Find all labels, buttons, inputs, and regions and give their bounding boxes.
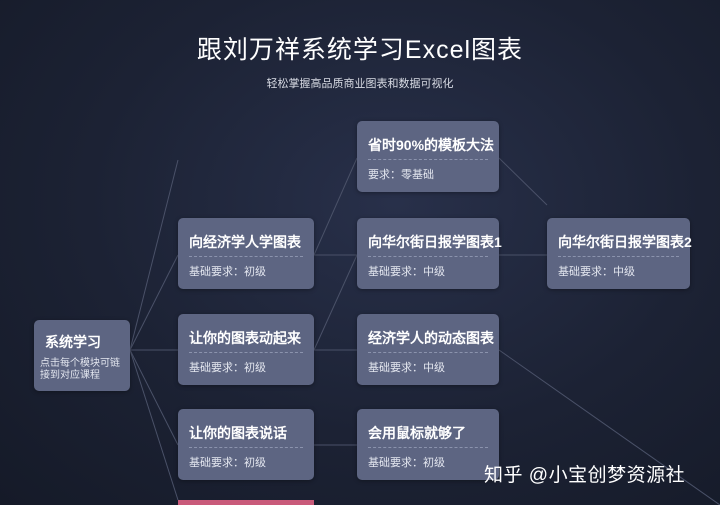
card-divider (558, 256, 679, 257)
card-requirement: 基础要求：初级 (189, 362, 266, 374)
connector-line (498, 349, 720, 505)
card-talking-chart[interactable]: 让你的图表说话 基础要求：初级 (178, 409, 314, 480)
card-requirement: 基础要求：初级 (189, 266, 266, 278)
card-title: 让你的图表说话 (189, 425, 287, 441)
card-divider (189, 447, 303, 448)
card-divider (368, 447, 488, 448)
card-title: 向华尔街日报学图表1 (368, 234, 502, 250)
card-divider (368, 352, 488, 353)
card-template-method[interactable]: 省时90%的模板大法 要求：零基础 (357, 121, 499, 192)
card-title: 系统学习 (45, 334, 101, 350)
card-requirement: 要求：零基础 (368, 169, 434, 181)
card-divider (189, 352, 303, 353)
card-title: 向经济学人学图表 (189, 234, 301, 250)
connector-line (313, 157, 358, 256)
card-dynamic-chart[interactable]: 让你的图表动起来 基础要求：初级 (178, 314, 314, 385)
connector-line (129, 349, 179, 501)
card-mouse-enough[interactable]: 会用鼠标就够了 基础要求：初级 (357, 409, 499, 480)
watermark: 知乎 @小宝创梦资源社 (484, 465, 686, 486)
card-requirement: 基础要求：初级 (368, 457, 445, 469)
card-divider (189, 256, 303, 257)
card-title: 省时90%的模板大法 (368, 137, 495, 153)
card-system-learning[interactable]: 系统学习 点击每个模块可链接到对应课程 (34, 320, 130, 391)
card-title: 向华尔街日报学图表2 (558, 234, 692, 250)
connector-line (129, 159, 179, 351)
connector-line (498, 157, 548, 206)
card-wsj-chart-2[interactable]: 向华尔街日报学图表2 基础要求：中级 (547, 218, 692, 289)
card-title: 让你的图表动起来 (189, 330, 301, 346)
card-title: 经济学人的动态图表 (368, 330, 494, 346)
connector-line (129, 349, 179, 446)
card-title: 会用鼠标就够了 (368, 425, 466, 441)
page-title: 跟刘万祥系统学习Excel图表 (196, 36, 524, 64)
page-subtitle: 轻松掌握高品质商业图表和数据可视化 (266, 78, 454, 90)
card-divider (368, 159, 488, 160)
connector-line (313, 254, 358, 351)
partial-card-edge (178, 500, 314, 505)
card-economist-dynamic[interactable]: 经济学人的动态图表 基础要求：中级 (357, 314, 499, 385)
card-requirement: 基础要求：中级 (368, 266, 445, 278)
card-divider (368, 256, 488, 257)
card-requirement: 基础要求：初级 (189, 457, 266, 469)
connector-line (129, 254, 179, 351)
card-wsj-chart-1[interactable]: 向华尔街日报学图表1 基础要求：中级 (357, 218, 502, 289)
card-requirement: 基础要求：中级 (368, 362, 445, 374)
card-economist-chart[interactable]: 向经济学人学图表 基础要求：初级 (178, 218, 314, 289)
card-requirement: 基础要求：中级 (558, 266, 635, 278)
card-description: 点击每个模块可链接到对应课程 (40, 358, 120, 381)
